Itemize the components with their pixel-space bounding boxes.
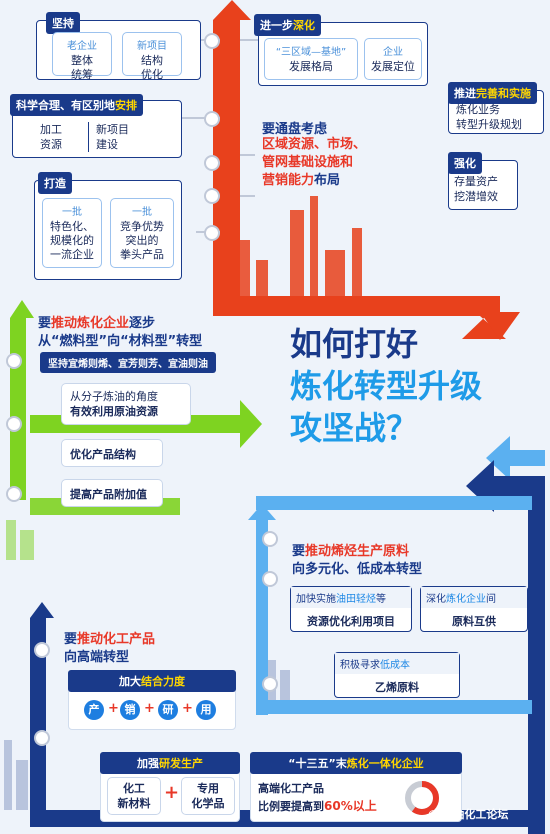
card-head: 老企业 [67,41,97,52]
card-body: 结构 优化 [141,54,163,81]
lightblue-arrow-top [486,436,545,480]
card-body: 资源优化利用项目 [307,615,395,628]
dazao-card-products: 一批 竞争优势 突出的 拳头产品 [110,198,174,268]
connector-dot [264,678,276,690]
card-head: 一批 [62,207,82,218]
connector-dot [8,488,20,500]
card-body: 乙烯原料 [375,681,419,694]
goal-line-1: 高端化工产品 [258,782,324,795]
left-tag: 坚持宜烯则烯、宜芳则芳、宜油则油 [40,352,216,373]
left-heading-1: 要推动炼化企业逐步 [38,316,156,331]
card-body: 竞争优势 突出的 拳头产品 [120,220,164,261]
qianghua-tag: 强化 [448,152,482,174]
green-arrow-horizontal-1 [30,400,262,448]
navy-arrow-right-shaft [528,476,545,834]
kexue-item-resources: 加工 资源 [40,123,62,151]
lightblue-arrow-up [248,504,276,715]
left-box-molecular: 从分子炼油的角度 有效利用原油资源 [62,384,190,424]
chain-application: 用 [196,700,216,720]
connector-dot [206,113,218,125]
tuijin-body: 炼化业务 转型升级规划 [456,103,522,131]
green-arrow-vertical [10,300,34,500]
jiehe-tag: 加大结合力度 [68,670,236,692]
connector-dot [36,732,48,744]
page-title-line3: 攻坚战？ [290,409,419,447]
connector-dot [264,533,276,545]
shenhua-card-pattern: “三区域—基地” 发展格局 [264,38,358,80]
connector-dot [36,644,48,656]
card-head: 企业 [383,47,403,58]
bottom-heading-1: 要推动化工产品 [64,632,156,647]
chain-production: 产 [84,700,104,720]
card-header: 加快实施油田轻烃等 [291,587,411,608]
factory-silhouette-green [6,520,34,560]
plus-sign: + [164,782,180,803]
plus-sign: + [108,701,119,716]
connector-dot [206,157,218,169]
tuijin-tag: 推进完善和实施 [448,82,537,104]
connector-dot [206,190,218,202]
navy-arrow-left-up [30,602,54,810]
card-body: 发展格局 [289,60,333,73]
dazao-tag: 打造 [38,172,72,194]
card-body: 原料互供 [452,615,496,628]
shenhua-tag: 进一步深化 [254,14,321,36]
card-body: 发展定位 [371,60,415,73]
connector-dot [264,573,276,585]
watermark: ◉ 石油化工论坛 [428,807,509,821]
left-box-value: 提高产品附加值 [62,480,162,506]
bottom-heading-2: 向高端转型 [64,650,130,665]
lightblue-arrow-mid [256,496,532,510]
connector-dot [206,35,218,47]
kexue-tag: 科学合理、有区别地安排 [10,94,143,116]
divider [88,122,89,152]
card-header: 深化炼化企业间 [421,587,527,608]
jianchi-card-new: 新项目 结构 优化 [122,32,182,81]
card-head: 一批 [132,207,152,218]
page-title-line2: 炼化转型升级 [290,367,483,405]
right-heading-1: 要推动烯烃生产原料 [292,544,410,559]
page-title-line1: 如何打好 [290,325,419,363]
shenhua-card-positioning: 企业 发展定位 [364,38,422,80]
jianchi-card-old: 老企业 整体 统筹 [52,32,112,81]
dazao-card-enterprise: 一批 特色化、 规模化的 一流企业 [42,198,102,268]
card-body: 特色化、 规模化的 一流企业 [50,220,94,261]
connector-dot [206,227,218,239]
jianchi-tag: 坚持 [46,12,80,34]
plus-sign: + [182,701,193,716]
product-new-materials: 化工 新材料 [108,778,160,814]
right-card-lighthydrocarbon: 加快实施油田轻烃等 资源优化利用项目 [290,586,412,632]
box-line: 从分子炼油的角度 [70,390,158,403]
kexue-item-projects: 新项目 建设 [96,123,129,151]
qianghua-body: 存量资产 挖潜增效 [454,175,498,203]
card-body: 整体 统筹 [71,54,93,81]
wechat-icon: ◉ [428,807,439,821]
connector-dot [8,355,20,367]
right-heading-2: 向多元化、低成本转型 [292,562,423,577]
chain-research: 研 [158,700,178,720]
goal-line-2: 比例要提高到60%以上 [258,799,377,813]
factory-silhouette-red [240,196,362,296]
shisanwu-tag: “十三五”末炼化一体化企业 [250,752,462,774]
red-arrow-bend [213,296,506,339]
red-arrow-shaft [213,0,251,296]
plus-sign: + [144,701,155,716]
main-text-consider: 要通盘考虑 [262,122,328,137]
left-heading-2: 从“燃料型”向“材料型”转型 [38,334,203,349]
card-head: 新项目 [137,41,167,52]
product-specialty-chemicals: 专用 化学品 [182,778,234,814]
right-card-feedstock: 深化炼化企业间 原料互供 [420,586,528,632]
connector-dot [8,418,20,430]
card-head: “三区域—基地” [275,47,347,58]
percentage-ring-icon [405,781,439,815]
main-text-factors: 区域资源、市场、 管网基础设施和 营销能力布局 [262,137,367,188]
box-line: 有效利用原油资源 [70,405,158,418]
right-card-ethylene: 积极寻求低成本 乙烯原料 [334,652,460,698]
chain-sales: 销 [120,700,140,720]
left-box-structure: 优化产品结构 [62,440,162,466]
card-header: 积极寻求低成本 [335,653,459,674]
red-arrow-head [480,312,520,340]
yanfa-tag: 加强研发生产 [100,752,240,774]
